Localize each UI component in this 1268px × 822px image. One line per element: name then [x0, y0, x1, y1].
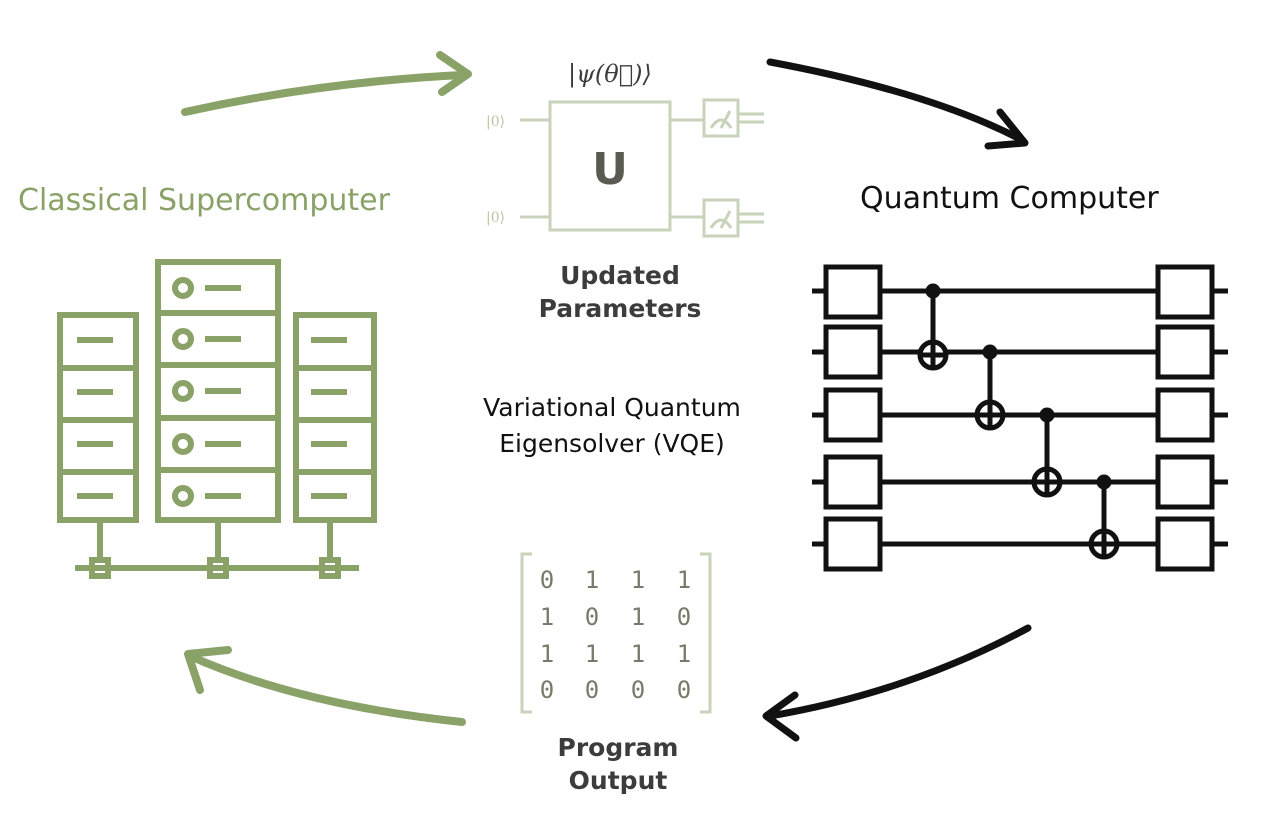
unitary-gate-box [548, 100, 672, 232]
ansatz-circuit: |0⟩ |0⟩ U [486, 98, 764, 238]
matrix-cell-2-2: 1 [631, 640, 645, 668]
parameters-caption-line-2: Parameters [539, 294, 702, 323]
arrow-classical-to-parameters [181, 51, 472, 116]
quantum-label: Quantum Computer [860, 181, 1159, 216]
unitary-gate-label: U [592, 144, 628, 195]
ansatz-ket-label: |ψ(θ⃗)⟩ [568, 60, 652, 89]
matrix-cell-1-2: 1 [631, 603, 645, 631]
classical-label: Classical Supercomputer [18, 183, 391, 218]
arrow-quantum-to-output [762, 624, 1032, 742]
matrix-cell-2-3: 1 [677, 640, 691, 668]
matrix-cell-1-1: 0 [585, 603, 599, 631]
title-line-2: Eigensolver (VQE) [499, 429, 725, 458]
title-line-1: Variational Quantum [483, 393, 741, 422]
matrix-cell-2-0: 1 [540, 640, 554, 668]
input-state-2: |0⟩ [486, 210, 505, 226]
parameters-caption-line-1: Updated [560, 261, 680, 290]
matrix-cell-2-1: 1 [585, 640, 599, 668]
input-state-1: |0⟩ [486, 114, 505, 130]
matrix-cell-0-0: 0 [540, 566, 554, 594]
output-matrix: 0 1 1 1 1 0 1 0 1 1 1 1 0 0 0 0 [520, 552, 712, 714]
matrix-cell-3-1: 0 [585, 676, 599, 704]
server-rack-icon [57, 259, 377, 579]
matrix-cell-3-0: 0 [540, 676, 554, 704]
matrix-cell-3-3: 0 [677, 676, 691, 704]
matrix-cell-0-3: 1 [677, 566, 691, 594]
matrix-cell-0-1: 1 [585, 566, 599, 594]
output-caption-line-1: Program [558, 733, 679, 762]
output-caption-line-2: Output [569, 766, 668, 795]
arrow-parameters-to-quantum [766, 58, 1029, 150]
arrow-output-to-classical [184, 646, 466, 726]
matrix-cell-1-0: 1 [540, 603, 554, 631]
matrix-cell-0-2: 1 [631, 566, 645, 594]
matrix-cell-1-3: 0 [677, 603, 691, 631]
matrix-cell-3-2: 0 [631, 676, 645, 704]
quantum-circuit-icon [812, 264, 1228, 572]
